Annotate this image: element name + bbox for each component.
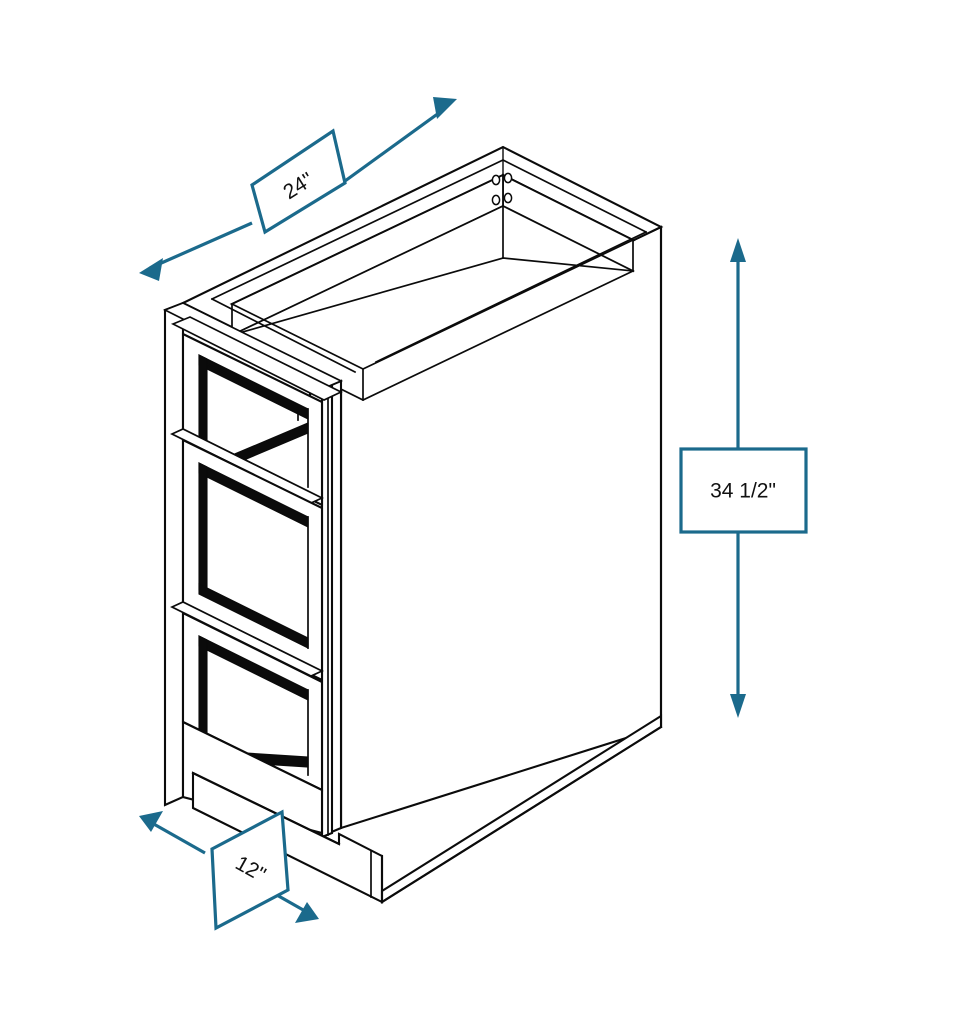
height-dim-label: 34 1/2"	[710, 480, 776, 503]
top-rail-back-inner	[501, 173, 635, 242]
screw-hole-2	[503, 172, 513, 184]
depth-dim-label-box	[250, 128, 347, 235]
face-frame-right-stile-inner	[320, 383, 334, 839]
height-dim-arrowhead-lower	[730, 694, 746, 718]
depth-dim-shaft-lower	[149, 221, 253, 270]
width-dim-arrowhead-lower	[295, 902, 319, 923]
side-panel-bottom-edge	[380, 725, 663, 904]
cabinet-left-front-stile	[163, 301, 185, 807]
width-dim-arrowhead-upper	[139, 811, 163, 832]
depth-dim-shaft-upper	[344, 108, 444, 183]
depth-dim-arrowhead-upper	[433, 97, 457, 119]
screw-hole-3	[491, 194, 501, 206]
cabinet-body	[162, 145, 664, 904]
front-top-cap-strip-2	[170, 316, 343, 401]
depth-dim-arrowhead-lower	[139, 258, 163, 281]
top-rail-left-inner	[230, 173, 505, 306]
top-rail-right-inner	[361, 238, 635, 371]
screw-hole-1	[491, 174, 501, 186]
height-dim-arrowhead-upper	[730, 238, 746, 262]
screw-hole-4	[503, 192, 513, 204]
toe-kick-top-edge	[191, 771, 341, 846]
dimension-depth-24: 24"	[139, 97, 457, 281]
width-dim-label-box	[210, 809, 290, 931]
drawer-2-groove-left	[198, 462, 208, 595]
dimension-width-12: 12"	[139, 809, 319, 931]
height-dim-label-box	[679, 447, 808, 534]
top-rail-right-outer	[374, 230, 648, 364]
top-rail-left-outer	[210, 158, 505, 301]
dimension-height-34-5: 34 1/2"	[679, 238, 808, 718]
width-dim-shaft-upper	[151, 821, 206, 855]
top-rail-front-inner	[230, 302, 365, 371]
top-rail-front-outer	[210, 297, 357, 374]
drawer-1-panel	[181, 332, 324, 507]
cabinet-stretcher-rail-inner	[502, 257, 634, 272]
cabinet-stretcher-rail-left	[230, 256, 505, 337]
drawer-1-inner-panel-edge	[205, 362, 299, 421]
top-rail-back	[501, 158, 648, 234]
